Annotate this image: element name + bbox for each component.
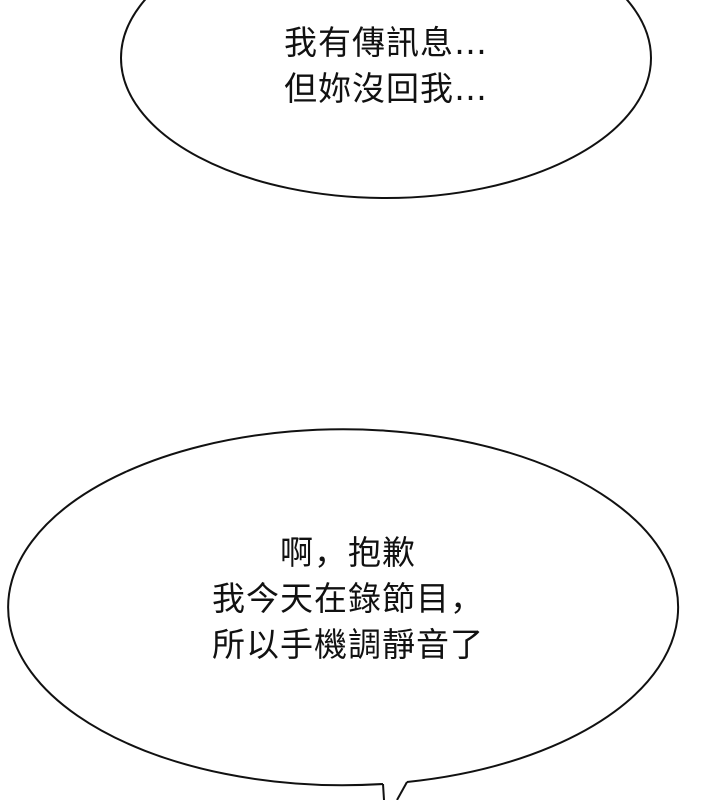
bottom-speech-bubble	[7, 428, 680, 800]
dialogue-line: 但妳沒回我…	[284, 69, 488, 108]
top-speech-bubble	[120, 0, 652, 199]
bottom-bubble-text: 啊，抱歉 我今天在錄節目， 所以手機調靜音了	[148, 530, 548, 668]
speech-tail-left	[382, 783, 385, 800]
dialogue-line: 我有傳訊息…	[284, 23, 488, 62]
dialogue-line: 啊，抱歉	[280, 533, 416, 572]
speech-tail-right	[396, 781, 408, 800]
top-bubble-text: 我有傳訊息… 但妳沒回我…	[186, 20, 586, 112]
dialogue-line: 我今天在錄節目，	[212, 579, 484, 618]
dialogue-line: 所以手機調靜音了	[212, 625, 484, 664]
